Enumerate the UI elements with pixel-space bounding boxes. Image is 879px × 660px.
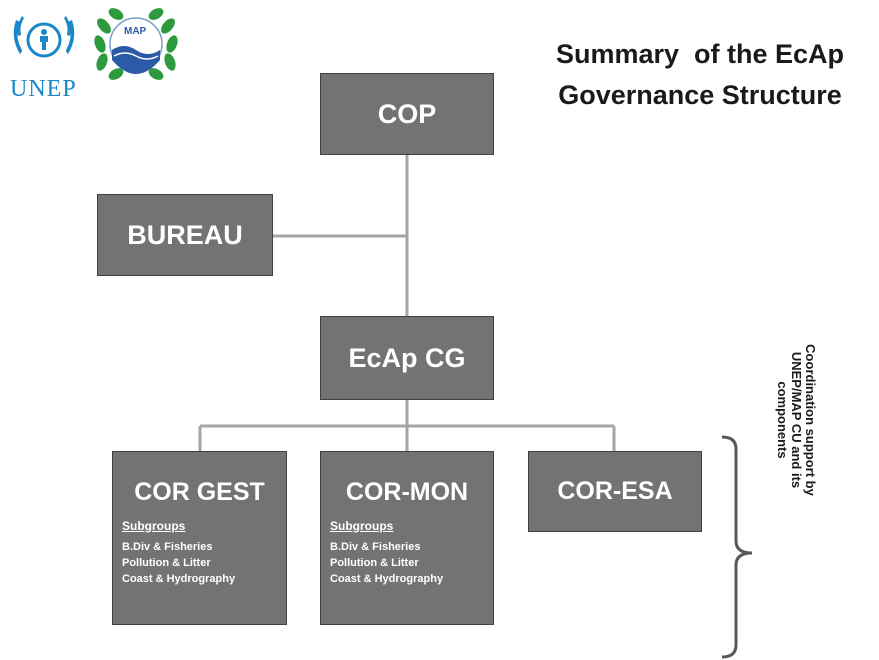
- note-line-3: components: [775, 381, 790, 459]
- map-laurel-icon: [94, 8, 178, 80]
- right-brace-icon: [721, 435, 753, 659]
- list-item: Coast & Hydrography: [122, 573, 236, 585]
- cor-esa-label: COR-ESA: [557, 477, 673, 505]
- list-item: B.Div & Fisheries: [122, 541, 213, 553]
- title-line-1: Summary of the EcAp: [555, 39, 845, 69]
- list-item: Pollution & Litter: [122, 557, 211, 569]
- note-line-1: Coordination support by: [803, 344, 818, 496]
- cor-mon-title: COR-MON: [345, 478, 469, 506]
- title-line-2: Governance Structure: [558, 80, 842, 110]
- unep-logo: UNEP: [4, 6, 84, 102]
- note-line-2: UNEP/MAP CU and its: [789, 351, 804, 489]
- ecap-cg-label: EcAp CG: [348, 342, 466, 373]
- unep-wordmark: UNEP: [10, 76, 77, 102]
- cor-gest-subgroups-label: Subgroups: [122, 519, 186, 533]
- list-item: Coast & Hydrography: [330, 573, 444, 585]
- cor-gest-subgroups-list: B.Div & Fisheries Pollution & Litter Coa…: [122, 539, 286, 587]
- bureau-label: BUREAU: [127, 219, 243, 250]
- cor-mon-subgroups-list: B.Div & Fisheries Pollution & Litter Coa…: [330, 539, 493, 587]
- cor-gest-title: COR GEST: [134, 478, 265, 506]
- cop-label: COP: [377, 98, 437, 129]
- map-logo: MAP: [86, 4, 186, 89]
- diagram-title: Summary of the EcAp Governance Structure: [525, 34, 875, 116]
- bureau-box: BUREAU: [97, 194, 273, 276]
- unep-emblem-icon: [13, 16, 75, 58]
- map-logo-text: MAP: [124, 26, 147, 37]
- list-item: B.Div & Fisheries: [330, 541, 421, 553]
- cop-box: COP: [320, 73, 494, 155]
- cor-esa-box: COR-ESA: [528, 451, 702, 532]
- cor-mon-box: COR-MON Subgroups B.Div & Fisheries Poll…: [320, 451, 494, 625]
- list-item: Pollution & Litter: [330, 557, 419, 569]
- cor-gest-box: COR GEST Subgroups B.Div & Fisheries Pol…: [112, 451, 287, 625]
- cor-mon-subgroups-label: Subgroups: [330, 519, 394, 533]
- ecap-cg-box: EcAp CG: [320, 316, 494, 400]
